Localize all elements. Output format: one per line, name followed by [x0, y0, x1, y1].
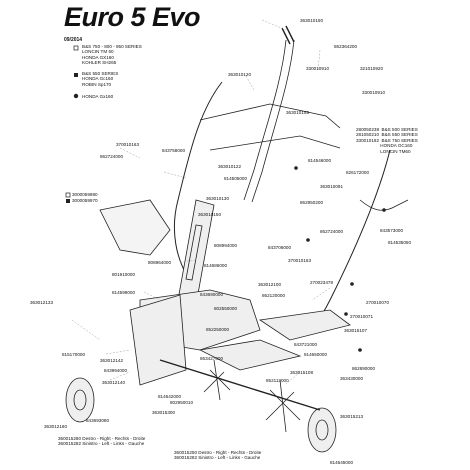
legend-code-grey: 3000059980 — [72, 192, 98, 197]
part-label: 843690000 — [200, 292, 223, 297]
handlebar-grip-left — [281, 25, 295, 45]
part-label: 363012100 — [258, 282, 281, 287]
part-label: 862890000 — [352, 366, 375, 371]
legend-engines-square: B&S 550 SERIES HONDA Gc160 ROBIN Sp170 — [82, 71, 119, 87]
part-label: 363015107 — [344, 328, 367, 333]
part-label: 814535050 — [388, 240, 411, 245]
tine-set-right — [265, 379, 301, 433]
part-label: 801910000 — [112, 272, 135, 277]
rear-wheel — [307, 407, 337, 453]
part-label: 843721000 — [294, 342, 317, 347]
marker-dot — [358, 348, 362, 352]
part-label: 363015300 — [152, 410, 175, 415]
part-label: 862120000 — [262, 293, 285, 298]
part-label: 862724000 — [100, 154, 123, 159]
marker-dot — [382, 208, 386, 212]
part-label: 814650000 — [304, 352, 327, 357]
protection-cover-1 — [258, 309, 351, 341]
part-label: 808994000 — [214, 243, 237, 248]
part-label: 363010120 — [228, 72, 251, 77]
part-label: 814686000 — [204, 263, 227, 268]
part-label: 363010091 — [320, 184, 343, 189]
legend-engines-top: B&S 750 - 800 - 950 SERIES LONCIN TM 60 … — [82, 44, 142, 66]
part-label: 270010070 — [366, 300, 389, 305]
part-label: 862724000 — [320, 229, 343, 234]
legend-black-square-icon — [66, 199, 70, 203]
legend-grey-square-icon — [65, 192, 71, 198]
part-label: 363015213 — [340, 414, 363, 419]
legend-dot-icon — [73, 93, 79, 99]
legend-engine-dot: HONDA Gx160 — [82, 94, 114, 99]
legend-right-series: 280050238 B&S 500 SERIES 281050210 B&S 5… — [356, 127, 418, 154]
part-label: 814546000 — [308, 158, 331, 163]
handle-lower-bar — [209, 135, 341, 151]
part-label: 863427000 — [200, 356, 223, 361]
column-sleeve — [185, 224, 203, 281]
part-label: 843706000 — [268, 245, 291, 250]
legend-lower-right: 360015250 Destro - Right - Rechts - Droi… — [174, 450, 262, 461]
part-label: 330010910 — [306, 66, 329, 71]
part-label: 802550000 — [214, 306, 237, 311]
part-label: 363012142 — [100, 358, 123, 363]
part-label: 270023478 — [310, 280, 333, 285]
cable-right-small — [359, 199, 409, 211]
part-label: 862364200 — [334, 44, 357, 49]
marker-dot — [306, 238, 310, 242]
part-label: 321010920 — [360, 66, 383, 71]
legend-lower-left: 360015280 Destro - Right - Rechts - Droi… — [58, 436, 146, 447]
marker-dot — [294, 166, 298, 170]
part-label: 843573000 — [380, 228, 403, 233]
part-label: 843758000 — [162, 148, 185, 153]
front-wheel — [65, 377, 95, 423]
leader-lines — [71, 19, 331, 385]
part-label: 270010071 — [350, 314, 373, 319]
handlebar — [243, 39, 295, 203]
part-label: 363010130 — [206, 196, 229, 201]
tine-set-left — [203, 359, 231, 401]
part-label: 814645000 — [330, 460, 353, 465]
part-label: 852250000 — [206, 327, 229, 332]
part-label: 843693080 — [86, 418, 109, 423]
part-label: 814599000 — [112, 290, 135, 295]
part-label: 363012160 — [44, 424, 67, 429]
part-label: 815170000 — [62, 352, 85, 357]
legend-square-open-icon — [73, 45, 79, 51]
part-label: 814642000 — [158, 394, 181, 399]
control-cable — [173, 81, 223, 281]
part-label: 826172000 — [346, 170, 369, 175]
handlebar-crossbar — [199, 103, 341, 129]
tine-axle — [159, 359, 321, 411]
diagram-date: 09/2014 — [64, 37, 83, 43]
part-label: 363010155 — [286, 110, 309, 115]
part-label: 363010150 — [300, 18, 323, 23]
side-shield — [99, 199, 171, 256]
part-label: 363010150 — [198, 212, 221, 217]
part-label: 808964000 — [148, 260, 171, 265]
legend-square-filled-icon — [74, 73, 78, 77]
marker-dot — [344, 312, 348, 316]
part-label: 330010910 — [362, 90, 385, 95]
diagram-title: Euro 5 Evo — [64, 2, 201, 32]
part-label: 852113000 — [266, 378, 289, 383]
legend-code-black: 3000059970 — [72, 198, 98, 203]
part-label: 363010122 — [218, 164, 241, 169]
part-label: 370010163 — [116, 142, 139, 147]
part-label: 363012140 — [102, 380, 125, 385]
legend-markers — [65, 45, 79, 203]
part-label: 363430000 — [340, 376, 363, 381]
part-label: 363015108 — [290, 370, 313, 375]
part-markers — [294, 166, 386, 352]
marker-dot — [350, 282, 354, 286]
part-label: 802950010 — [170, 400, 193, 405]
part-label: 814505000 — [224, 176, 247, 181]
part-label: 370010163 — [288, 258, 311, 263]
part-label: 843994000 — [104, 368, 127, 373]
protection-cover-2 — [198, 339, 302, 371]
part-label: 363012133 — [30, 300, 53, 305]
part-label: 862950200 — [300, 200, 323, 205]
control-cable-right — [299, 149, 391, 337]
gearbox — [129, 294, 187, 386]
